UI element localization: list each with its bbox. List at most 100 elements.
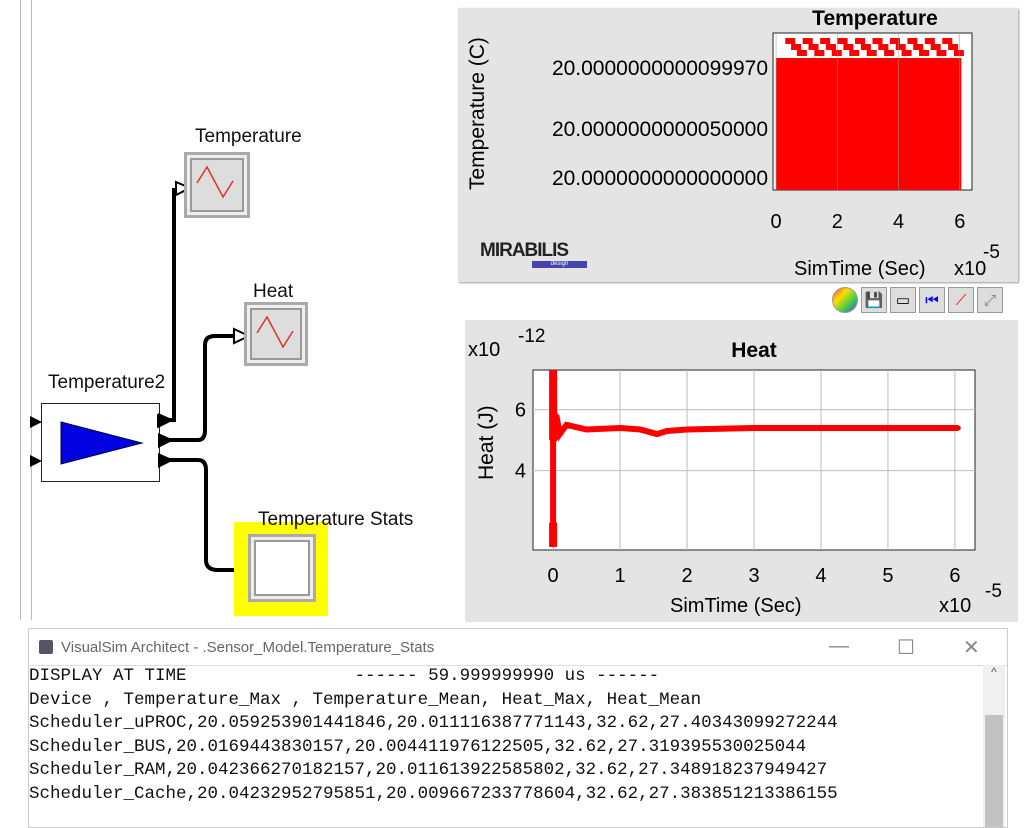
scroll-up-icon[interactable]: ^ — [991, 665, 997, 679]
y-axis-label: Heat (J) — [475, 405, 498, 480]
x-axis-label: SimTime (Sec) — [670, 595, 801, 617]
data-point — [866, 50, 877, 56]
canvas-border — [20, 0, 21, 620]
data-point — [785, 38, 796, 44]
y-tick-label: 20.0000000000099970 — [552, 57, 768, 80]
data-point — [820, 38, 831, 44]
block-label-temperature2: Temperature2 — [48, 372, 166, 393]
reset-axes-icon[interactable]: ⏮ — [919, 287, 945, 313]
y-exponent-power: -12 — [518, 326, 545, 347]
x-tick-label: 0 — [770, 211, 781, 233]
data-point — [942, 38, 953, 44]
data-point — [551, 437, 557, 443]
save-icon[interactable]: 💾 — [861, 287, 887, 313]
waveform-icon — [256, 315, 294, 349]
data-point — [913, 44, 924, 50]
data-point — [791, 44, 802, 50]
maximize-button[interactable]: ☐ — [897, 637, 915, 659]
vertical-scrollbar[interactable]: ^ — [983, 665, 1005, 827]
app-icon — [39, 640, 53, 654]
print-icon[interactable]: ▭ — [890, 287, 916, 313]
x-tick-label: 5 — [882, 565, 893, 587]
y-tick-label: 4 — [515, 461, 526, 483]
x-tick-label: 3 — [748, 565, 759, 587]
data-point — [855, 38, 866, 44]
data-point — [885, 425, 891, 431]
data-point — [831, 50, 842, 56]
fullscreen-icon[interactable]: ⤢ — [977, 287, 1003, 313]
console-output: DISPLAY AT TIME ------ 59.999999990 us -… — [29, 665, 838, 806]
data-point — [617, 425, 623, 431]
minimize-button[interactable]: — — [829, 635, 849, 657]
data-fill — [776, 58, 962, 190]
data-point — [808, 44, 819, 50]
data-point — [825, 44, 836, 50]
data-point — [919, 50, 930, 56]
data-point — [924, 38, 935, 44]
data-point — [907, 38, 918, 44]
block-label-temperature: Temperature — [195, 126, 302, 147]
data-point — [930, 44, 941, 50]
x-tick-label: 0 — [548, 565, 559, 587]
x-tick-label: 2 — [681, 565, 692, 587]
data-point — [948, 44, 959, 50]
heat-plot-block[interactable] — [244, 302, 308, 366]
x-exponent: x10 — [939, 595, 971, 617]
close-button[interactable]: ✕ — [963, 637, 980, 659]
data-point — [889, 38, 900, 44]
data-point — [843, 44, 854, 50]
x-tick-label: 6 — [954, 211, 965, 233]
waveform-icon — [196, 165, 234, 199]
data-point — [802, 38, 813, 44]
temperature-plot-block[interactable] — [184, 152, 250, 218]
x-tick-label: 1 — [614, 565, 625, 587]
x-exponent-power: -5 — [983, 242, 1000, 263]
mirabilis-logo: MIRABILIS design — [480, 240, 590, 270]
data-point — [860, 44, 871, 50]
stats-console-window: VisualSim Architect - .Sensor_Model.Temp… — [28, 628, 1008, 828]
data-point — [637, 426, 643, 432]
data-point — [684, 426, 690, 432]
data-point — [872, 38, 883, 44]
console-line: Device , Temperature_Max , Temperature_M… — [29, 689, 702, 710]
data-point — [796, 50, 807, 56]
data-point — [557, 431, 563, 437]
x-exponent: x10 — [954, 258, 986, 280]
input-port — [175, 180, 193, 197]
palette-icon[interactable] — [832, 287, 858, 313]
data-point — [884, 50, 895, 56]
data-point — [849, 50, 860, 56]
console-line: DISPLAY AT TIME ------ 59.999999990 us -… — [29, 666, 660, 686]
data-point — [901, 50, 912, 56]
data-point — [936, 50, 947, 56]
data-point — [814, 50, 825, 56]
console-title: VisualSim Architect - .Sensor_Model.Temp… — [61, 638, 435, 656]
data-point — [584, 426, 590, 432]
data-point — [664, 428, 670, 434]
y-tick-label: 20.0000000000000000 — [552, 167, 768, 190]
chart-title: Heat — [731, 339, 777, 362]
console-line: Scheduler_Cache,20.04232952795851,20.009… — [29, 783, 838, 804]
diagram-wires — [168, 180, 255, 579]
data-point — [837, 38, 848, 44]
data-point — [563, 422, 569, 428]
console-titlebar[interactable]: VisualSim Architect - .Sensor_Model.Temp… — [29, 629, 1007, 666]
data-point — [953, 50, 964, 56]
x-tick-label: 4 — [893, 211, 904, 233]
y-axis-label: Temperature (C) — [466, 37, 489, 190]
data-point — [550, 388, 556, 394]
x-tick-label: 4 — [815, 565, 826, 587]
block-label-heat: Heat — [253, 281, 294, 302]
fill-icon[interactable]: ⟋ — [948, 287, 974, 313]
console-line: Scheduler_BUS,20.0169443830157,20.004411… — [29, 736, 807, 757]
temperature-stats-block[interactable] — [248, 534, 316, 602]
x-tick-label: 6 — [949, 565, 960, 587]
data-point — [751, 425, 757, 431]
block-ports — [30, 413, 174, 468]
data-point — [654, 431, 660, 437]
scroll-thumb[interactable] — [985, 715, 1003, 827]
data-point — [895, 44, 906, 50]
y-exponent: x10 — [468, 339, 500, 361]
data-point — [878, 44, 889, 50]
